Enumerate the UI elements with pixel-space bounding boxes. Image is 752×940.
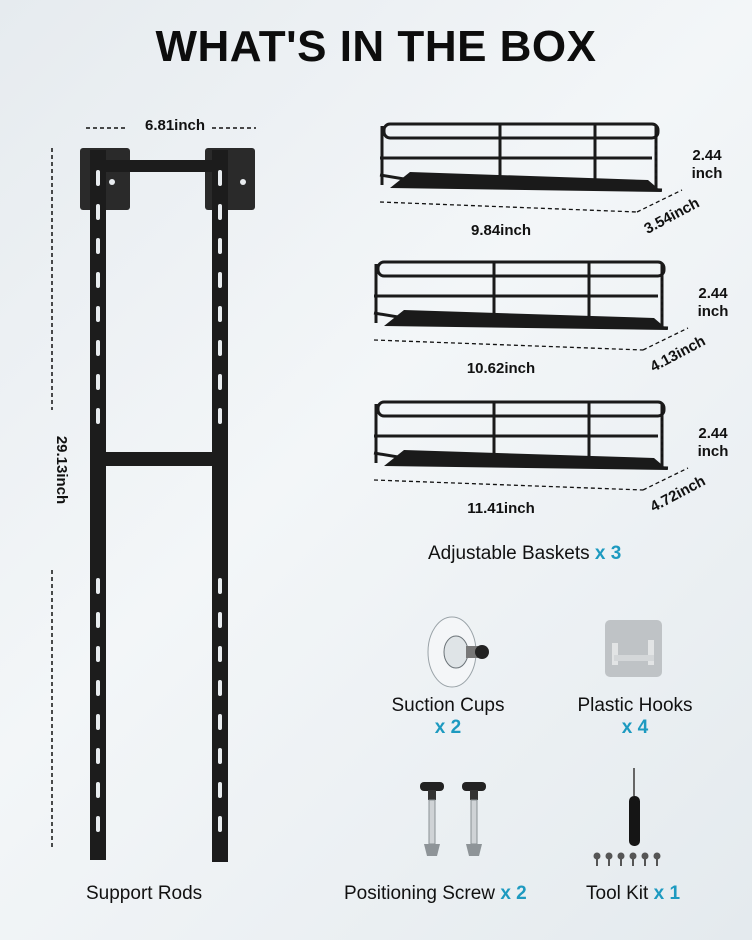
small-screw <box>605 852 613 860</box>
rod-slot <box>218 408 222 424</box>
rod-slot <box>96 374 100 390</box>
rod-slot <box>218 714 222 730</box>
basket-length: 11.41inch <box>467 500 535 517</box>
rod-slot <box>96 612 100 628</box>
rod-height-dimension: 29.13inch <box>53 436 70 504</box>
rod-slot <box>96 714 100 730</box>
small-screw <box>641 852 649 860</box>
rod-slot <box>218 748 222 764</box>
basket-depth: 4.13inch <box>647 332 708 375</box>
baskets-label: Adjustable Baskets x 3 <box>428 543 621 565</box>
basket-length: 9.84inch <box>471 222 531 239</box>
small-screw-shaft <box>632 858 634 866</box>
small-screw-shaft <box>644 858 646 866</box>
rod-slot <box>218 782 222 798</box>
rod-slot <box>218 646 222 662</box>
plastic-hooks-label: Plastic Hooks x 4 <box>565 695 705 739</box>
rod-slot <box>96 340 100 356</box>
tool-kit-label: Tool Kit x 1 <box>586 883 680 905</box>
basket-length: 10.62inch <box>467 360 535 377</box>
suction-cups-name: Suction Cups <box>391 695 505 716</box>
small-screw <box>629 852 637 860</box>
rod-slot <box>218 578 222 594</box>
positioning-screw-image <box>420 782 486 856</box>
plastic-hooks-name: Plastic Hooks <box>577 695 693 716</box>
rod-slot <box>96 272 100 288</box>
rod-slot <box>96 646 100 662</box>
rod-slot <box>218 374 222 390</box>
positioning-screw-name: Positioning Screw <box>344 883 496 904</box>
baskets-qty: x 3 <box>594 543 622 564</box>
baskets-name: Adjustable Baskets <box>428 543 590 564</box>
positioning-screw-qty: x 2 <box>500 883 527 904</box>
support-rods-image <box>80 148 255 862</box>
basket-height-unit: inch <box>698 303 729 320</box>
rod-slot <box>218 816 222 832</box>
basket-depth: 4.72inch <box>647 472 708 515</box>
plastic-hooks-qty: x 4 <box>621 717 649 738</box>
rod-slot <box>96 782 100 798</box>
basket-height: 2.44 <box>698 425 728 442</box>
rod-slot <box>218 612 222 628</box>
small-screw-shaft <box>596 858 598 866</box>
rod-slot <box>218 680 222 696</box>
support-rods-label: Support Rods <box>86 883 203 904</box>
basket-height-unit: inch <box>698 443 729 460</box>
rod-slot <box>218 306 222 322</box>
rod-slot <box>96 306 100 322</box>
rod-slot <box>218 340 222 356</box>
rod-slot <box>96 578 100 594</box>
rod-slot <box>96 680 100 696</box>
rod-slot <box>218 204 222 220</box>
positioning-screw-label: Positioning Screw x 2 <box>344 883 527 905</box>
suction-cups-qty: x 2 <box>434 717 462 738</box>
rod-slot <box>96 408 100 424</box>
tool-kit-image <box>593 768 661 866</box>
small-screw <box>593 852 601 860</box>
small-screw-shaft <box>608 858 610 866</box>
rod-slot <box>218 272 222 288</box>
basket-depth: 3.54inch <box>641 194 702 237</box>
rod-slot <box>218 170 222 186</box>
rod-width-dimension: 6.81inch <box>145 117 205 134</box>
rod-slot <box>96 816 100 832</box>
rod-slot <box>218 238 222 254</box>
rod-slot <box>96 204 100 220</box>
rod-slot <box>96 170 100 186</box>
rod-slot <box>96 748 100 764</box>
small-screw-shaft <box>620 858 622 866</box>
small-screw <box>617 852 625 860</box>
page-title: WHAT'S IN THE BOX <box>155 22 597 71</box>
basket-height: 2.44 <box>698 285 728 302</box>
rod-slot <box>96 238 100 254</box>
plastic-hook-image <box>605 620 662 677</box>
rod-dimension-lines <box>51 127 256 850</box>
small-screw-shaft <box>656 858 658 866</box>
suction-cup-image <box>427 616 489 688</box>
basket-height-unit: inch <box>692 165 723 182</box>
tool-kit-name: Tool Kit <box>586 883 649 904</box>
suction-cups-label: Suction Cups x 2 <box>378 695 518 739</box>
small-screw <box>653 852 661 860</box>
basket-height: 2.44 <box>692 147 722 164</box>
tool-kit-qty: x 1 <box>653 883 681 904</box>
